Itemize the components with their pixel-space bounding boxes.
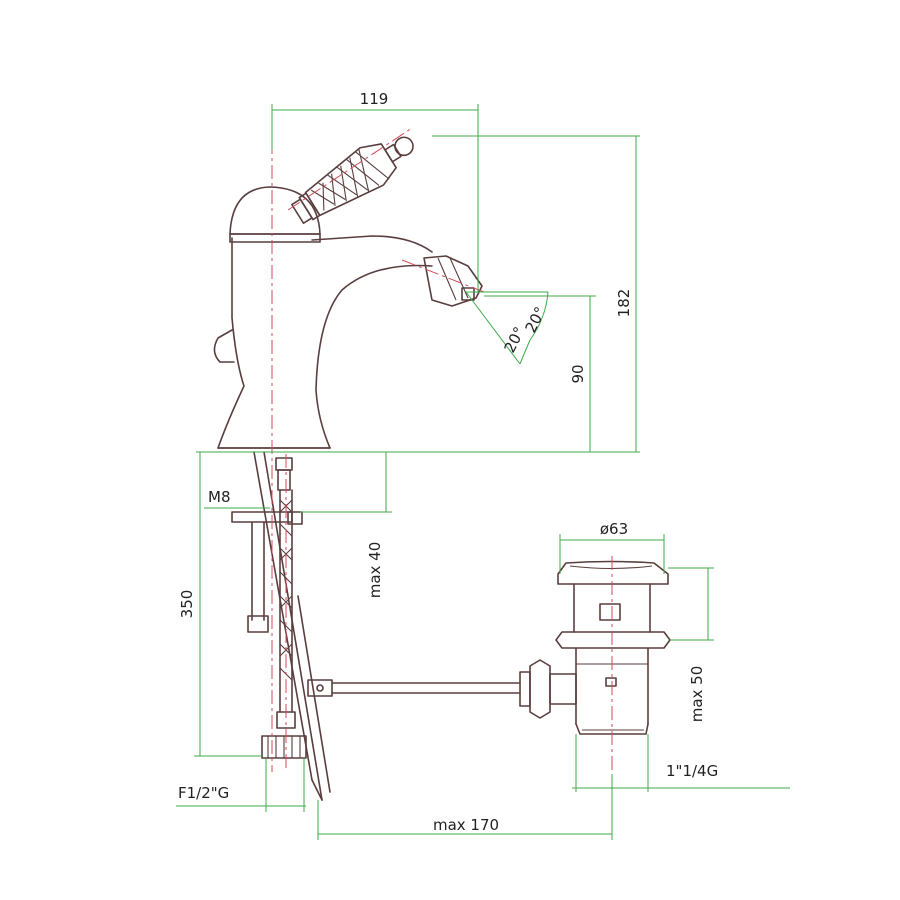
spray-nozzle bbox=[423, 255, 483, 307]
dim-90: 90 bbox=[569, 364, 587, 383]
crystal-handle bbox=[291, 136, 414, 225]
dim-m8: M8 bbox=[208, 488, 231, 506]
dimension-lines bbox=[176, 104, 790, 840]
dim-max-40: max 40 bbox=[366, 542, 384, 599]
dim-119: 119 bbox=[360, 90, 389, 108]
dim-182: 182 bbox=[615, 289, 633, 318]
supply-pipes bbox=[231, 451, 521, 801]
dim-max-170: max 170 bbox=[433, 816, 499, 834]
popup-waste bbox=[519, 560, 671, 735]
dim-max-50: max 50 bbox=[688, 666, 706, 723]
dim-f1-2g: F1/2"G bbox=[178, 784, 229, 802]
dim-1-1-4g: 1"1/4G bbox=[666, 762, 718, 780]
dimension-labels: 119 182 90 20° 20° M8 max 40 350 ø63 max… bbox=[178, 90, 718, 834]
faucet-body bbox=[213, 186, 483, 449]
centerlines bbox=[271, 127, 613, 774]
dim-350: 350 bbox=[178, 590, 196, 619]
dim-phi-63: ø63 bbox=[600, 520, 628, 538]
